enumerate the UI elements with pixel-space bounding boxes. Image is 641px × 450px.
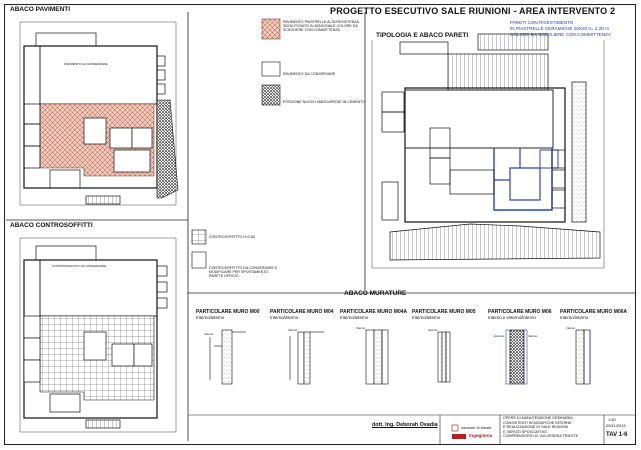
detail-m06: [505, 329, 528, 385]
panel-title-pavimenti: ABACO PAVIMENTI: [10, 6, 71, 13]
wall-details: [209, 329, 591, 385]
detail-m04: [289, 331, 324, 385]
description-4: E SERVIZI SPOGLIATOIO: [503, 429, 547, 434]
description-1: OPERE DI MANUTENZIONE ORDINARIA: [503, 416, 573, 420]
room-label-pavimenti: PAVIMENTO DA CONSERVARE: [64, 62, 108, 66]
scale: 1:50: [608, 417, 616, 422]
detail-sub-m05: Interno/interno: [412, 315, 441, 320]
detail-m04a: [365, 329, 389, 385]
detail-m06a: [575, 329, 591, 385]
panel-title-murature: ABACO MURATURE: [344, 290, 407, 297]
panel-title-pareti: TIPOLOGIA E ABACO PARETI: [376, 32, 469, 39]
wall-label-interno-3: Interno: [356, 326, 366, 330]
sheet-title: PROGETTO ESECUTIVO SALE RIUNIONI - AREA …: [330, 6, 616, 16]
detail-title-m00: PARTICOLARE MURO M00: [196, 309, 260, 315]
legend-text-controsoffitti-2: CONTROSOFFITTO DA CONSERVARE E MODIFICAR…: [209, 266, 278, 279]
detail-sub-m06a: Interno/interno: [560, 315, 589, 320]
legend-text-pavimenti-1: PAVIMENTO PIASTRELLE ALTA RESISTENZA 30X…: [283, 20, 359, 33]
wall-label-esterno: Esterno: [494, 334, 505, 338]
legend-controsoffitti: [191, 229, 207, 269]
detail-title-m05: PARTICOLARE MURO M05: [412, 309, 476, 315]
wall-label-interno-5: Interno: [528, 334, 538, 338]
wall-label-interno-6: Interno: [566, 326, 576, 330]
title-block-frame: [188, 414, 636, 445]
detail-sub-m06: Interno e esterno/interno: [488, 315, 536, 320]
detail-sub-m00: Interno/interno: [196, 315, 225, 320]
wall-label-interno-4: Interno: [428, 328, 438, 332]
floor-plan-pavimenti: [19, 21, 179, 206]
detail-title-m04a: PARTICOLARE MURO M04A: [340, 309, 408, 315]
sheet-dividers: [6, 12, 636, 441]
wall-label-interno-1: Interno: [204, 332, 214, 336]
pareti-note-2: IN PIASTRELLE CERAMICHE 20X20 h= 2,20 m: [510, 26, 609, 31]
detail-title-m06a: PARTICOLARE MURO M06A: [560, 309, 628, 315]
legend-text-controsoffitti-1: CONTROSOFFITTO H=2,60: [209, 235, 255, 239]
legend-text-pavimenti-3: PORZIONE NUOVO MARCIAPIEDE IN CEMENTO: [283, 100, 366, 104]
panel-title-controsoffitti: ABACO CONTROSOFFITTI: [10, 222, 93, 229]
logo-ingegneria: Ingegneria: [469, 433, 493, 438]
detail-m05: [437, 331, 451, 383]
detail-sub-m04a: Interno/interno: [340, 315, 369, 320]
room-label-controsoffitti: CONTROSOFFITTO DA CONSERVARE: [52, 264, 107, 268]
wall-label-interno-2: Interno: [288, 328, 298, 332]
detail-title-m04: PARTICOLARE MURO M04: [270, 309, 334, 315]
logo-comune: comune di trieste: [461, 425, 492, 430]
legend-text-pavimenti-2: PAVIMENTO DA CONSERVARE: [283, 72, 336, 76]
author-name: dott. Ing. Deborah Ovadia: [372, 422, 438, 428]
sheet-number: TAV 1-6: [606, 432, 628, 438]
detail-title-m06: PARTICOLARE MURO M06: [488, 309, 552, 315]
description-2: CONSISTENTI IN MODIFICHE INTERNE: [503, 420, 572, 425]
detail-sub-m04: Interno/interno: [270, 315, 299, 320]
description-3: E REALIZZAZIONE DI SALE RIUNIONI: [503, 425, 569, 429]
pareti-note-1: PARETI CON RIVESTIMENTO: [510, 20, 574, 25]
detail-m00: [209, 329, 246, 385]
floor-plan-pareti: [371, 33, 605, 269]
pareti-note-3: COLORE DA SCEGLIERE CON COMMITTENZA: [510, 32, 611, 37]
floor-plan-controsoffitti: [19, 237, 177, 433]
description-5: COMPRENSORIO DI VIA ORSERA TRIESTE: [503, 434, 579, 438]
date: 25/11/2015: [606, 423, 626, 428]
legend-pavimenti: [261, 18, 281, 106]
